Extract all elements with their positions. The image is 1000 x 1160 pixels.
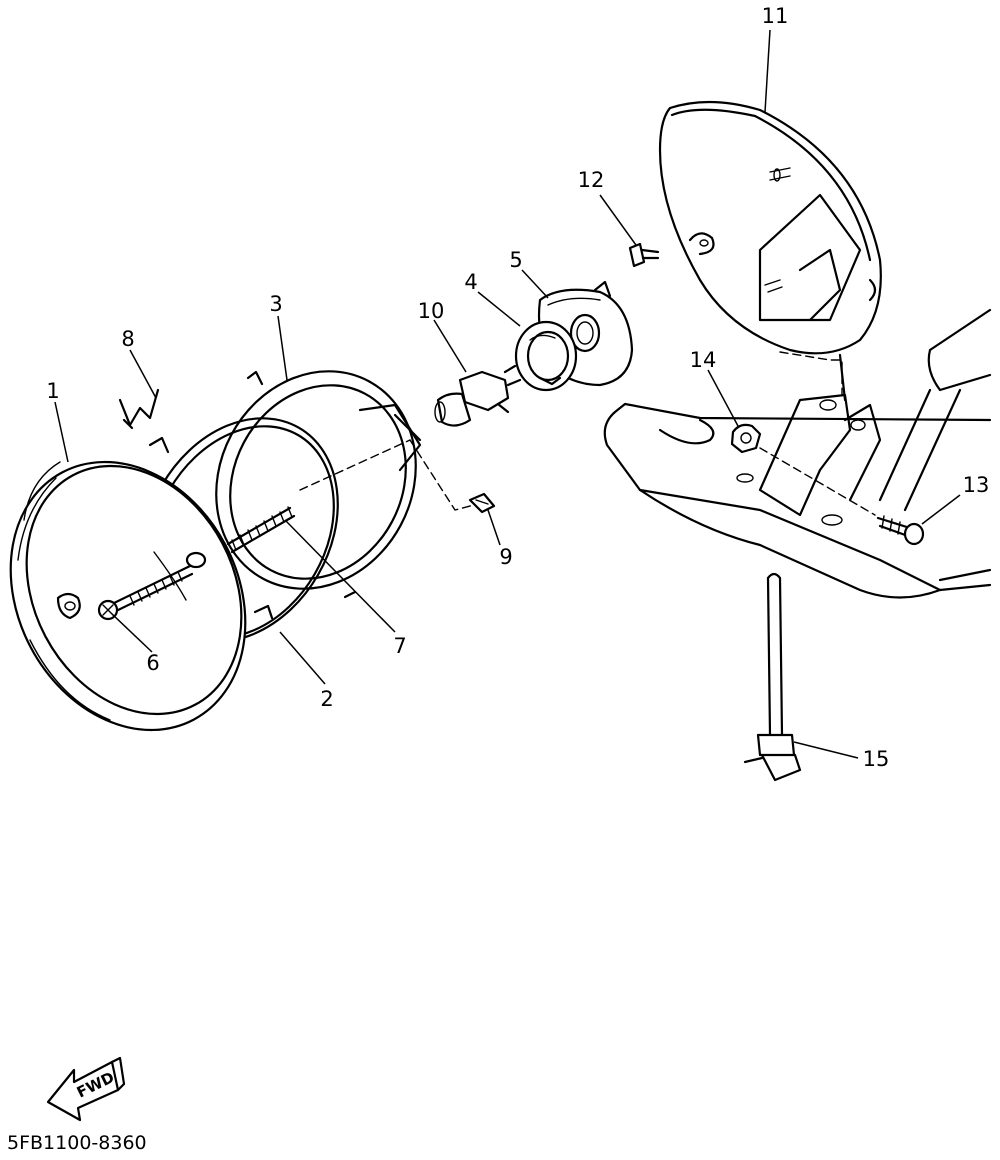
bolt (876, 515, 925, 546)
part-labels: 1 2 3 4 5 6 7 8 9 10 11 12 13 14 15 (46, 4, 989, 771)
mounting-bracket (603, 308, 992, 599)
alignment-lines (299, 351, 876, 516)
cable-tie (743, 572, 802, 782)
label-part-12: 12 (578, 168, 605, 192)
screw-12 (628, 242, 660, 268)
bulb-holder (514, 320, 578, 392)
label-part-8: 8 (121, 327, 134, 351)
label-part-10: 10 (418, 299, 445, 323)
callout-leaders (54, 29, 961, 759)
label-part-7: 7 (393, 634, 406, 658)
label-part-1: 1 (46, 379, 59, 403)
forward-direction-arrow: FWD (46, 1056, 126, 1122)
label-part-9: 9 (499, 545, 512, 569)
spring-clip (118, 388, 160, 430)
label-part-13: 13 (963, 473, 990, 497)
label-part-5: 5 (509, 248, 522, 272)
drawing-code: 5FB1100-8360 (7, 1132, 147, 1154)
label-part-2: 2 (320, 687, 333, 711)
headlight-bulb (434, 364, 522, 427)
adjusting-spring (226, 506, 296, 554)
label-part-3: 3 (269, 292, 282, 316)
label-part-14: 14 (690, 348, 717, 372)
label-part-11: 11 (762, 4, 789, 28)
nut (730, 423, 762, 454)
label-part-15: 15 (863, 747, 890, 771)
headlight-body (658, 100, 882, 355)
label-part-6: 6 (146, 651, 159, 675)
label-part-4: 4 (464, 270, 477, 294)
socket-clip (468, 492, 496, 514)
